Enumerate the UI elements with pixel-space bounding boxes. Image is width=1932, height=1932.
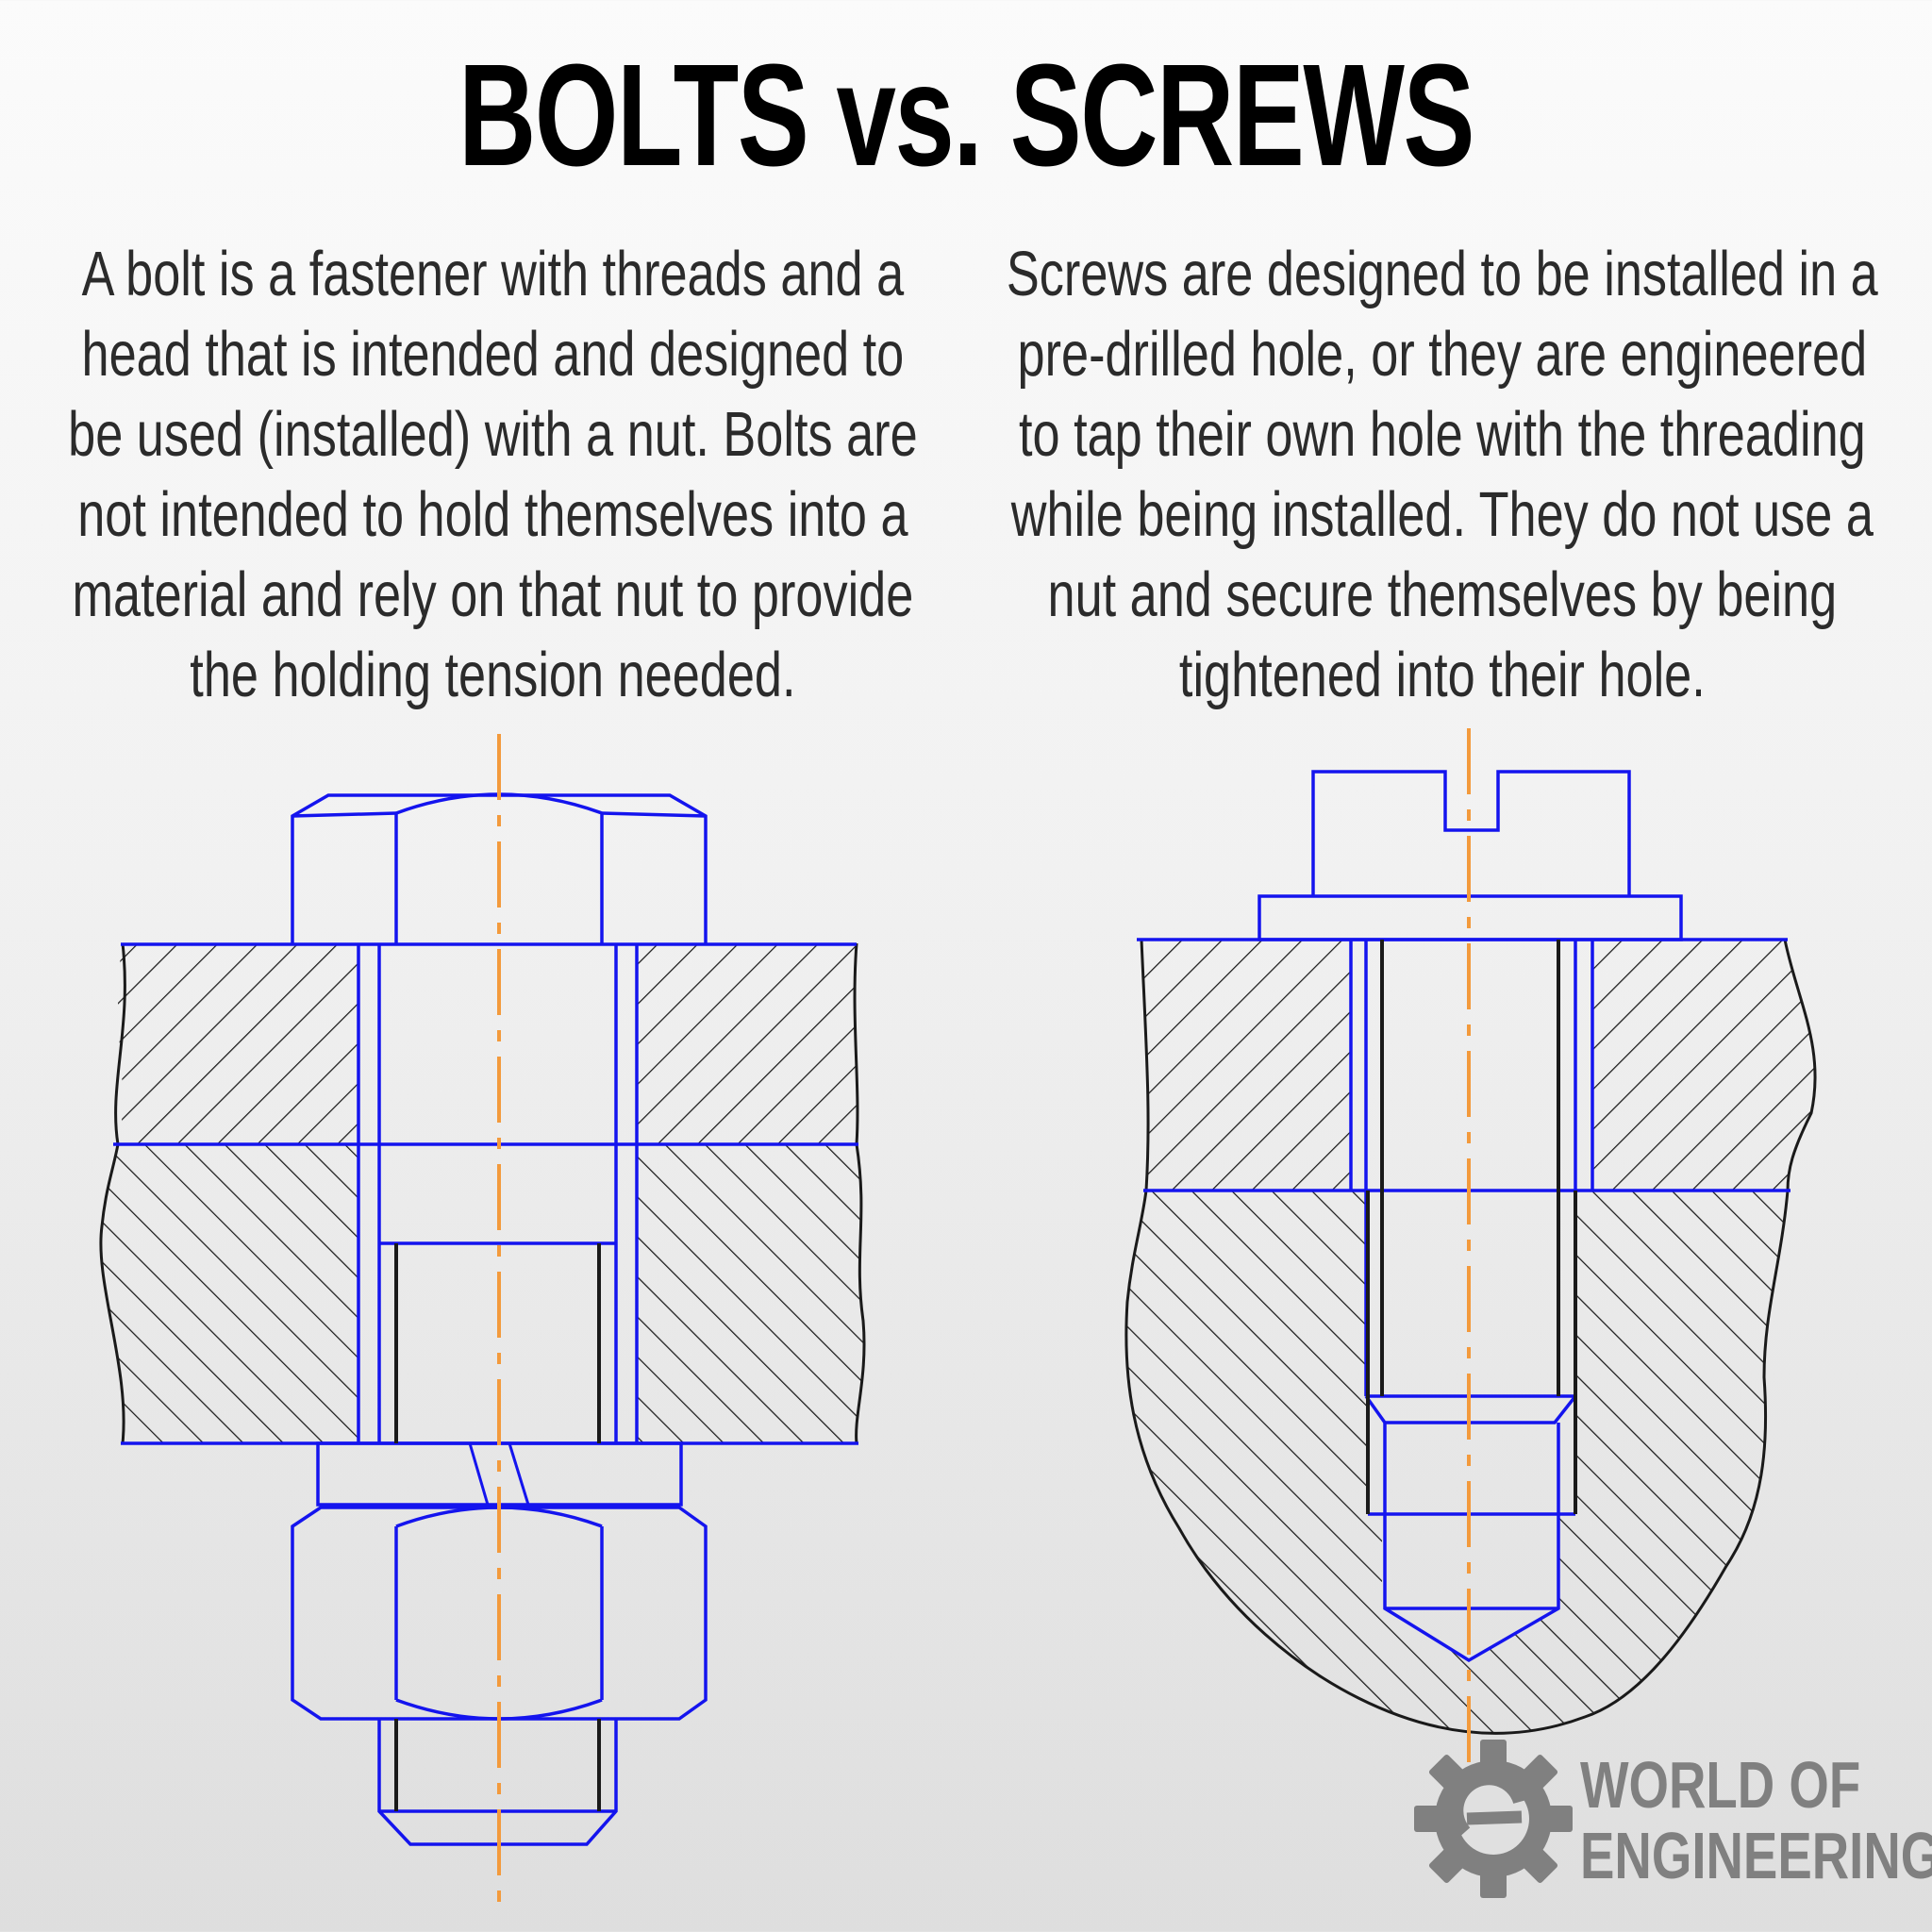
gear-icon [1414, 1740, 1573, 1898]
bolt-upper-plate-left [118, 943, 358, 1144]
brand-line-2: ENGINEERING [1580, 1819, 1932, 1892]
brand-logo-text: WORLD OF ENGINEERING [1580, 1750, 1932, 1891]
bolt-lower-plate-left [100, 1144, 358, 1443]
bolt-lower-plate-right [637, 1144, 865, 1443]
screw-description: Screws are designed to be installed in a… [1006, 239, 1878, 710]
bolt-description: A bolt is a fastener with threads and a … [68, 239, 918, 710]
brand-line-1: WORLD OF [1580, 1748, 1861, 1822]
screw-base-material [1125, 1191, 1788, 1734]
screw-head [1311, 770, 1631, 896]
bolt-upper-plate-right [637, 943, 858, 1144]
bolt-nut [291, 1506, 708, 1721]
page-title: BOLTS vs. SCREWS [458, 34, 1474, 196]
screw-upper-plate-left [1141, 940, 1351, 1191]
bolt-diagram [99, 734, 866, 1906]
screw-upper-plate-right [1592, 940, 1816, 1191]
screw-diagram [1124, 728, 1817, 1774]
